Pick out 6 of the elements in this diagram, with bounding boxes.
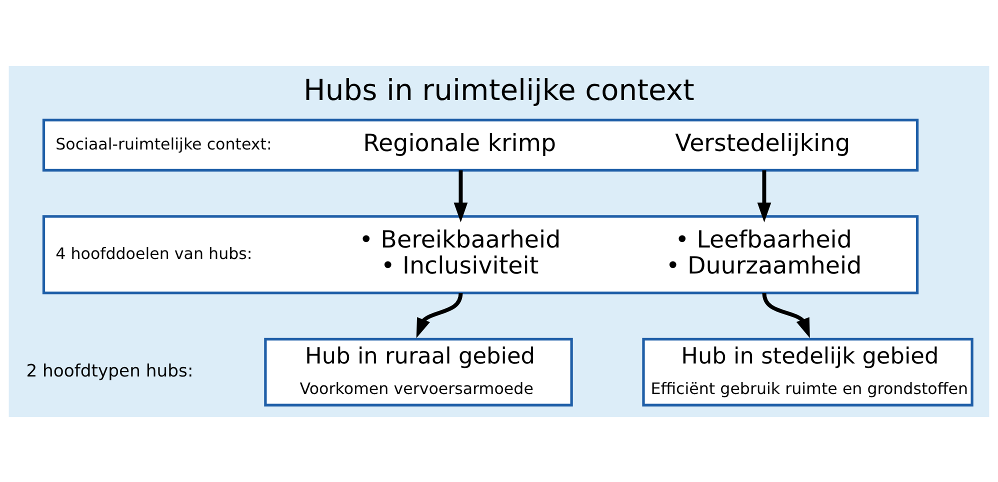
arrow [762, 292, 810, 338]
label: 2 hoofdtypen hubs: [26, 361, 194, 382]
diagram-title: Hubs in ruimtelijke context [304, 72, 694, 106]
arrow [454, 170, 468, 222]
arrow [416, 292, 463, 338]
arrow [757, 170, 772, 222]
